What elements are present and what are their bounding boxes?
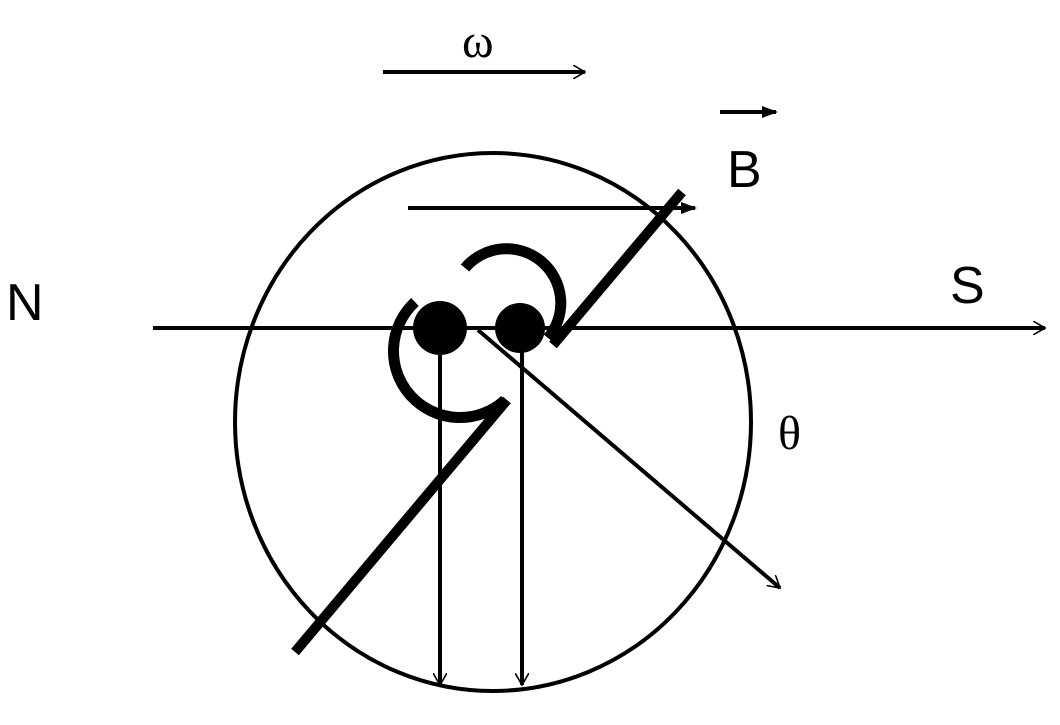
omega-label: ω [462, 15, 494, 68]
right-pivot-dot [495, 303, 545, 353]
lower-arc [387, 297, 509, 423]
theta-label: θ [778, 407, 801, 460]
upper-coil-side [549, 188, 686, 349]
lower-coil-side [291, 396, 511, 656]
rotor-circle [233, 151, 753, 693]
south-label: S [950, 257, 985, 315]
upper-arc [460, 243, 567, 342]
diagonal-arrow [476, 328, 782, 590]
b-label: B [727, 141, 762, 199]
left-pivot-dot [413, 301, 467, 355]
north-label: N [6, 274, 44, 332]
